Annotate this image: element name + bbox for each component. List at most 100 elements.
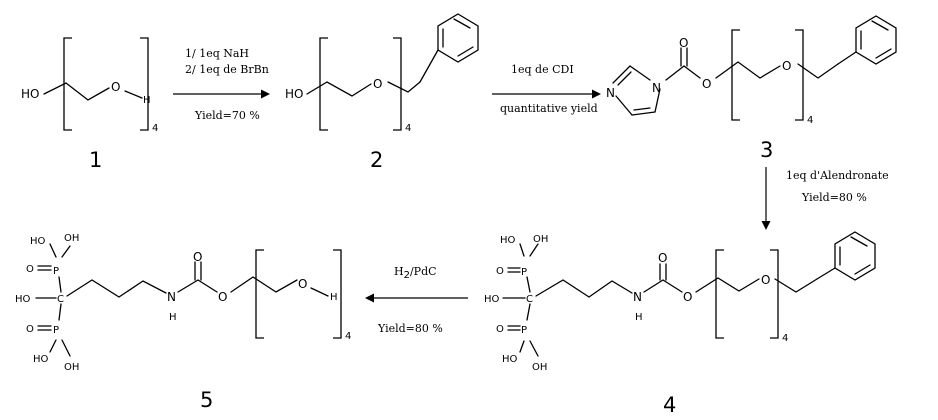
compound-5-bond-o-h [310, 287, 329, 297]
compound-5-bracket-left [255, 249, 264, 339]
compound-4-atom-o-ether: O [761, 273, 770, 287]
step-1-condition-1: 1/ 1eq NaH [185, 47, 249, 60]
compound-5-bond-p1-c [58, 276, 62, 293]
compound-4-atom-p1: P [521, 267, 527, 278]
compound-2-atom-ho: HO [285, 87, 303, 101]
compound-2-chain [306, 81, 372, 97]
compound-5-repeat-n: 4 [345, 331, 351, 342]
compound-3-atom-o-ether: O [782, 59, 791, 73]
compound-1: HO O H 4 1 [21, 37, 158, 172]
compound-3-atom-o-carbonyl: O [679, 36, 688, 50]
compound-5-atom-o-p1: O [26, 264, 34, 275]
step-3-yield: Yield=80 % [801, 191, 867, 204]
compound-5-atom-h-end: H [330, 292, 338, 303]
compound-3-bond-n-c [665, 65, 685, 81]
compound-4-atom-n: N [633, 290, 642, 304]
compound-4-bracket-left [715, 249, 724, 339]
compound-4-atom-p2: P [521, 325, 527, 336]
compound-5: HO OH O P HO C P O HO OH N H O O O H 4 5 [15, 233, 351, 412]
compound-5-bond-c-p2 [58, 303, 62, 321]
compound-2-repeat-n: 4 [405, 123, 411, 134]
compound-4-bond-p1-c [526, 276, 531, 293]
compound-3-atom-n1: N [606, 86, 615, 100]
step-2-arrow [492, 89, 601, 99]
compound-4-atom-ho-c: HO [484, 294, 500, 305]
compound-5-bond-p1-ho [49, 243, 57, 258]
compound-5-atom-p1: P [53, 266, 59, 277]
compound-5-bond-c-o [197, 279, 218, 293]
compound-3-atom-o-ester: O [702, 77, 711, 91]
compound-4-atom-ho2: HO [502, 354, 518, 365]
step-1-yield: Yield=70 % [194, 109, 260, 122]
compound-5-atom-o-end: O [298, 277, 307, 291]
step-3-reagent: 1eq d'Alendronate [786, 169, 889, 182]
step-4-yield: Yield=80 % [377, 322, 443, 335]
compound-3-repeat-n: 4 [807, 115, 813, 126]
compound-5-bond-p2-ho [49, 339, 57, 353]
compound-4-atom-h: H [635, 312, 643, 323]
compound-5-bracket-right [333, 249, 342, 339]
compound-3: N N O O O 4 3 [606, 15, 897, 162]
compound-5-atom-p2: P [53, 325, 59, 336]
compound-5-bond-n-c [177, 279, 199, 293]
compound-2-number: 2 [370, 148, 383, 172]
step-4-reagent: H2/PdC [394, 265, 437, 281]
compound-5-atom-ho1: HO [30, 236, 46, 247]
compound-4-repeat-n: 4 [782, 333, 788, 344]
compound-5-number: 5 [200, 388, 213, 412]
compound-4-atom-o-ester: O [683, 290, 692, 304]
compound-5-atom-h: H [169, 312, 177, 323]
compound-1-atom-h: H [143, 95, 151, 106]
compound-4-atom-oh1: OH [533, 234, 548, 245]
compound-5-atom-ho-c: HO [15, 294, 31, 305]
compound-5-atom-o-ester: O [218, 290, 227, 304]
compound-4-atom-o-p2: O [496, 324, 504, 335]
compound-5-atom-o-carbonyl: O [193, 250, 202, 264]
compound-5-atom-c: C [57, 294, 64, 305]
compound-4-atom-o-p1: O [496, 266, 504, 277]
compound-1-chain [43, 82, 110, 101]
compound-2-atom-o: O [373, 77, 382, 91]
compound-1-atom-o: O [111, 80, 120, 94]
compound-3-chain [715, 61, 781, 79]
compound-4-bond-c-p2 [526, 303, 531, 321]
step-3-arrow [761, 167, 771, 230]
step-2-reagent: 1eq de CDI [511, 63, 574, 76]
compound-1-bracket-left [63, 37, 72, 131]
compound-1-bond-oh [124, 90, 143, 99]
compound-1-repeat-n: 4 [152, 123, 158, 134]
compound-3-benzene-ring [837, 15, 897, 65]
step-2-yield: quantitative yield [500, 102, 598, 115]
compound-1-bracket-right [140, 37, 149, 131]
step-1-arrow [173, 89, 270, 99]
compound-4-atom-o-carbonyl: O [658, 251, 667, 265]
compound-4-bond-p1-oh [529, 243, 539, 257]
compound-4-bond-ch2 [774, 278, 818, 293]
compound-4-atom-ho1: HO [500, 235, 516, 246]
compound-3-bond-ch2 [797, 63, 839, 79]
compound-1-atom-ho: HO [21, 87, 39, 101]
compound-4-bond-p1-ho [519, 243, 525, 257]
compound-2: HO O 4 2 [285, 13, 479, 172]
step-1-condition-2: 2/ 1eq de BrBn [185, 63, 269, 76]
compound-4-bond-p2-oh [529, 340, 539, 357]
compound-4-atom-c: C [526, 294, 533, 305]
compound-5-atom-n: N [167, 290, 176, 304]
compound-4-bond-n-c [643, 279, 664, 293]
compound-4-propyl-chain [535, 279, 633, 298]
compound-5-atom-oh1: OH [64, 233, 79, 244]
compound-4-peg-chain [695, 277, 760, 293]
compound-3-bond-c-o [683, 65, 701, 79]
compound-3-atom-n2: N [652, 81, 661, 95]
compound-4-benzene-ring [816, 231, 876, 281]
compound-2-bracket-right [393, 37, 402, 131]
compound-5-propyl-chain [66, 279, 167, 298]
compound-5-bond-p1-oh [61, 245, 71, 258]
compound-4-number: 4 [663, 393, 676, 417]
compound-4-atom-oh2: OH [532, 362, 547, 373]
compound-3-bracket-right [795, 29, 804, 121]
compound-5-atom-ho2: HO [33, 354, 49, 365]
compound-2-bond-ch2 [387, 81, 421, 93]
compound-4-bracket-right [770, 249, 779, 339]
compound-3-imidazole-ring [612, 65, 661, 116]
